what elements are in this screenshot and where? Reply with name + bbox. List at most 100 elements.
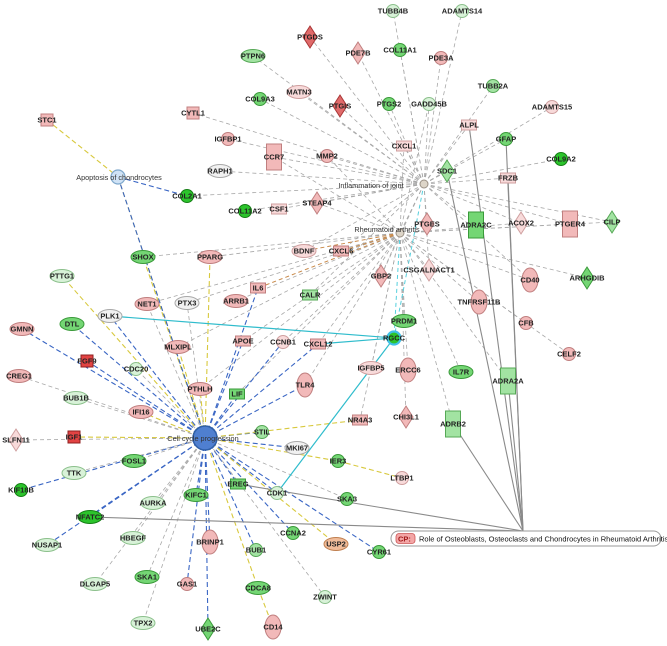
node-ARHGDIB[interactable]: ARHGDIB (570, 266, 606, 290)
node-NET1[interactable]: NET1 (134, 297, 160, 311)
node-PRDM1[interactable]: PRDM1 (391, 314, 417, 328)
node-NR4A3[interactable]: NR4A3 (348, 414, 373, 426)
node-hub_ap[interactable]: Apoptosis of chondrocytes (76, 169, 162, 185)
node-SLFN11[interactable]: SLFN11 (2, 428, 30, 452)
node-RGCC[interactable]: RGCC (383, 330, 406, 346)
node-GADD45B[interactable]: GADD45B (411, 97, 448, 111)
node-ARRB1[interactable]: ARRB1 (223, 294, 249, 308)
node-SKA1[interactable]: SKA1 (134, 570, 160, 584)
node-CCNB1[interactable]: CCNB1 (270, 335, 296, 349)
node-CXCL6[interactable]: CXCL6 (329, 245, 354, 257)
node-STEAP4[interactable]: STEAP4 (302, 191, 332, 215)
node-TUBB2A[interactable]: TUBB2A (478, 79, 509, 93)
node-CHI3L1[interactable]: CHI3L1 (393, 405, 419, 429)
node-NFATC2[interactable]: NFATC2 (76, 510, 105, 524)
node-KIF18B[interactable]: KIF18B (8, 483, 35, 497)
node-ZWINT[interactable]: ZWINT (313, 590, 337, 604)
node-PDE3A[interactable]: PDE3A (428, 51, 454, 65)
node-LTBP1[interactable]: LTBP1 (390, 471, 414, 485)
node-KIFC1[interactable]: KIFC1 (183, 488, 209, 502)
node-COL9A3[interactable]: COL9A3 (245, 92, 275, 106)
node-CREG1[interactable]: CREG1 (6, 369, 32, 383)
node-ALPL[interactable]: ALPL (459, 119, 479, 131)
node-PDE7B[interactable]: PDE7B (345, 41, 371, 65)
node-IL7R[interactable]: IL7R (448, 365, 474, 379)
node-CYR61[interactable]: CYR61 (367, 545, 391, 559)
node-CSF1[interactable]: CSF1 (269, 203, 289, 215)
node-ADAMTS15[interactable]: ADAMTS15 (532, 100, 572, 114)
node-TPX2[interactable]: TPX2 (130, 616, 156, 630)
node-cp[interactable]: CP:Role of Osteoblasts, Osteoclasts and … (390, 530, 667, 547)
node-GMNN[interactable]: GMNN (9, 322, 35, 336)
node-IGFBP5[interactable]: IGFBP5 (357, 361, 385, 375)
node-CALR[interactable]: CALR (300, 289, 321, 301)
node-IL6[interactable]: IL6 (250, 282, 266, 294)
node-PTPN6[interactable]: PTPN6 (240, 49, 266, 63)
node-GBP2[interactable]: GBP2 (371, 264, 391, 288)
node-ADAMTS14[interactable]: ADAMTS14 (442, 4, 483, 18)
node-CSGALNACT1[interactable]: CSGALNACT1 (403, 258, 455, 282)
node-CDCA8[interactable]: CDCA8 (245, 581, 271, 595)
node-COL11A2[interactable]: COL11A2 (228, 204, 262, 218)
node-PTTG1[interactable]: PTTG1 (49, 269, 75, 283)
node-SKA3[interactable]: SKA3 (337, 492, 357, 506)
node-PTX3[interactable]: PTX3 (174, 296, 200, 310)
node-CILP[interactable]: CILP (603, 210, 621, 234)
node-PTGDS[interactable]: PTGDS (297, 25, 323, 49)
node-PTGS2[interactable]: PTGS2 (377, 97, 402, 111)
node-hub_inf[interactable]: Inflammation of joint (338, 179, 429, 190)
node-PPARG[interactable]: PPARG (197, 250, 223, 264)
node-ADRA2A[interactable]: ADRA2A (492, 367, 524, 395)
node-GAS1[interactable]: GAS1 (177, 577, 197, 591)
node-FGF9[interactable]: FGF9 (77, 354, 97, 368)
node-GFAP[interactable]: GFAP (496, 132, 516, 146)
node-ACOX2[interactable]: ACOX2 (508, 211, 534, 235)
node-SDC1[interactable]: SDC1 (437, 159, 457, 183)
node-MLXIPL[interactable]: MLXIPL (164, 340, 192, 354)
node-STIL[interactable]: STIL (254, 425, 271, 439)
node-ADRB2[interactable]: ADRB2 (440, 410, 466, 438)
node-APOE[interactable]: APOE (232, 335, 254, 347)
node-BDNF[interactable]: BDNF (291, 244, 317, 258)
node-MKI67[interactable]: MKI67 (284, 441, 310, 455)
node-CD40[interactable]: CD40 (520, 267, 540, 293)
node-TTK[interactable]: TTK (61, 466, 87, 480)
node-hub_cc[interactable]: Cell cycle progression (167, 425, 239, 451)
node-CD14[interactable]: CD14 (263, 614, 283, 640)
node-hub_ra[interactable]: Rheumatoid arthritis (354, 225, 420, 238)
node-SHOX[interactable]: SHOX (130, 250, 156, 264)
node-PTGER4[interactable]: PTGER4 (555, 210, 586, 238)
node-NUSAP1[interactable]: NUSAP1 (32, 538, 62, 552)
node-PLK1[interactable]: PLK1 (97, 309, 123, 323)
node-HBEGF[interactable]: HBEGF (120, 531, 147, 545)
node-IER3[interactable]: IER3 (330, 454, 347, 468)
node-CYTL1[interactable]: CYTL1 (181, 106, 205, 120)
node-CDK1[interactable]: CDK1 (267, 486, 287, 500)
node-CELF2[interactable]: CELF2 (557, 347, 581, 361)
node-IGF1[interactable]: IGF1 (66, 430, 83, 444)
node-LIF[interactable]: LIF (229, 388, 245, 400)
node-AURKA[interactable]: AURKA (139, 496, 167, 510)
node-TLR4[interactable]: TLR4 (296, 372, 316, 398)
node-STC1[interactable]: STC1 (37, 113, 57, 127)
node-MMP2[interactable]: MMP2 (316, 149, 338, 163)
node-TUBB4B[interactable]: TUBB4B (378, 4, 409, 18)
node-FOSL1[interactable]: FOSL1 (121, 454, 147, 468)
node-CCR7[interactable]: CCR7 (264, 143, 284, 171)
node-CCNA2[interactable]: CCNA2 (280, 526, 306, 540)
node-CDC20[interactable]: CDC20 (124, 362, 149, 376)
node-CXCL12[interactable]: CXCL12 (304, 338, 333, 350)
node-PTGES[interactable]: PTGES (414, 212, 440, 236)
node-DTL[interactable]: DTL (59, 317, 85, 331)
node-COL9A2[interactable]: COL9A2 (546, 152, 576, 166)
node-BUB1B[interactable]: BUB1B (63, 391, 89, 405)
node-CXCL1[interactable]: CXCL1 (392, 140, 417, 152)
node-DLGAP5[interactable]: DLGAP5 (80, 577, 110, 591)
node-MATN3[interactable]: MATN3 (286, 85, 312, 99)
node-TNFRSF11B[interactable]: TNFRSF11B (458, 289, 502, 315)
node-EREG[interactable]: EREG (227, 478, 249, 490)
node-FRZB[interactable]: FRZB (498, 172, 519, 184)
node-USP2[interactable]: USP2 (323, 537, 349, 551)
node-COL11A1[interactable]: COL11A1 (383, 43, 417, 57)
